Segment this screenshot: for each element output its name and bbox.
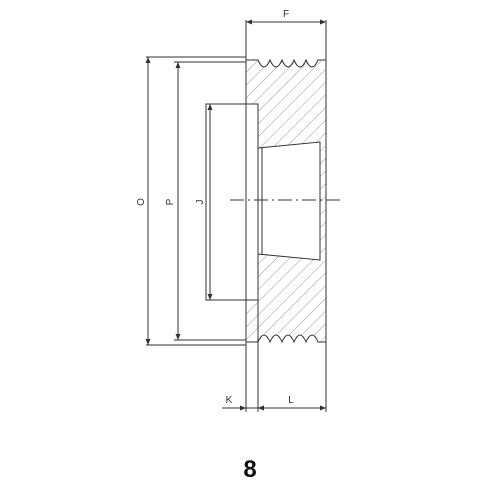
dim-l-label: L (288, 395, 294, 406)
dim-p-arrow-top (175, 62, 181, 68)
dim-o-arrow-bottom (145, 339, 151, 345)
dim-o-arrow-top (145, 57, 151, 63)
dim-f-arrow-right (320, 19, 326, 25)
dim-o-label: O (136, 198, 147, 206)
tapered-bore (257, 141, 321, 261)
dim-l-arrow-left (258, 405, 264, 411)
dim-j-label: J (195, 200, 206, 205)
dim-p-label: P (165, 198, 176, 205)
pulley-cross-section-drawing: F O P J K L (136, 9, 342, 412)
dim-f-label: F (283, 9, 289, 20)
hub-inner-outline (205, 103, 246, 301)
dim-f-arrow-left (246, 19, 252, 25)
dim-p-arrow-bottom (175, 334, 181, 340)
dim-l-arrow-right (320, 405, 326, 411)
dim-k-arrow-left (240, 405, 246, 411)
dim-j-arrow-bottom (207, 294, 213, 300)
dim-j-arrow-top (207, 104, 213, 110)
dim-k-label: K (226, 395, 233, 406)
figure-number: 8 (243, 456, 257, 483)
